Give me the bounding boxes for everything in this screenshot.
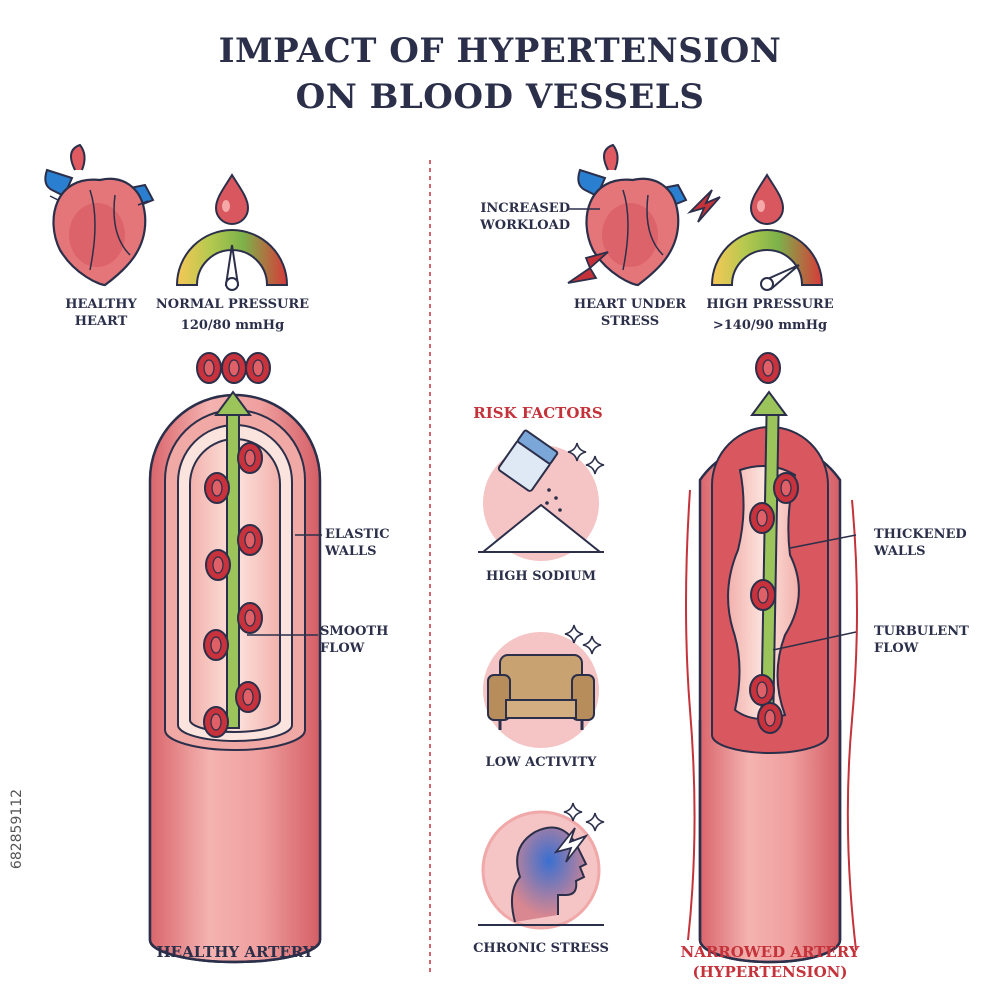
lightning-icon bbox=[567, 251, 609, 284]
pressure-gauge-icon bbox=[175, 229, 289, 291]
healthy-artery-label: HEALTHY ARTERY bbox=[156, 943, 314, 961]
blood-drop-icon bbox=[749, 173, 785, 225]
risk-factor-chronic-stress: CHRONIC STRESS bbox=[473, 941, 609, 956]
armchair-icon bbox=[483, 624, 602, 748]
healthy-artery bbox=[148, 390, 322, 964]
title-line-2: ON BLOOD VESSELS bbox=[295, 77, 705, 117]
risk-factors-heading: RISK FACTORS bbox=[473, 404, 603, 422]
normal-pressure-value: 120/80 mmHg bbox=[180, 318, 285, 333]
narrowed-artery-label: NARROWED ARTERY (HYPERTENSION) bbox=[680, 943, 860, 981]
pressure-gauge-icon bbox=[710, 229, 824, 291]
heart-under-stress-label: HEART UNDER STRESS bbox=[573, 297, 687, 329]
risk-factor-high-sodium: HIGH SODIUM bbox=[485, 569, 597, 584]
title-line-1: IMPACT OF HYPERTENSION bbox=[218, 31, 782, 71]
page-title: IMPACT OF HYPERTENSION ON BLOOD VESSELS bbox=[0, 28, 1000, 120]
salt-shaker-icon bbox=[478, 429, 605, 561]
stock-id: 682859112 bbox=[9, 788, 25, 870]
high-pressure-value: >140/90 mmHg bbox=[712, 318, 828, 333]
turbulent-flow-label: TURBULENT FLOW bbox=[874, 624, 969, 656]
smooth-flow-label: SMOOTH FLOW bbox=[320, 624, 389, 656]
lightning-icon bbox=[553, 827, 589, 863]
stressed-head-icon bbox=[478, 802, 605, 930]
lightning-icon bbox=[686, 189, 721, 223]
elastic-walls-label: ELASTIC WALLS bbox=[325, 527, 390, 559]
risk-factor-low-activity: LOW ACTIVITY bbox=[485, 755, 597, 770]
healthy-heart-label: HEALTHY HEART bbox=[65, 297, 137, 329]
thickened-walls-label: THICKENED WALLS bbox=[874, 527, 967, 559]
increased-workload-label: INCREASED WORKLOAD bbox=[480, 201, 570, 233]
high-pressure-label: HIGH PRESSURE >140/90 mmHg bbox=[700, 296, 840, 334]
narrowed-artery bbox=[685, 390, 858, 964]
normal-pressure-label: NORMAL PRESSURE 120/80 mmHg bbox=[150, 296, 315, 334]
blood-drop-icon bbox=[214, 173, 250, 225]
heart-icon bbox=[44, 143, 155, 287]
heart-icon bbox=[577, 143, 688, 287]
